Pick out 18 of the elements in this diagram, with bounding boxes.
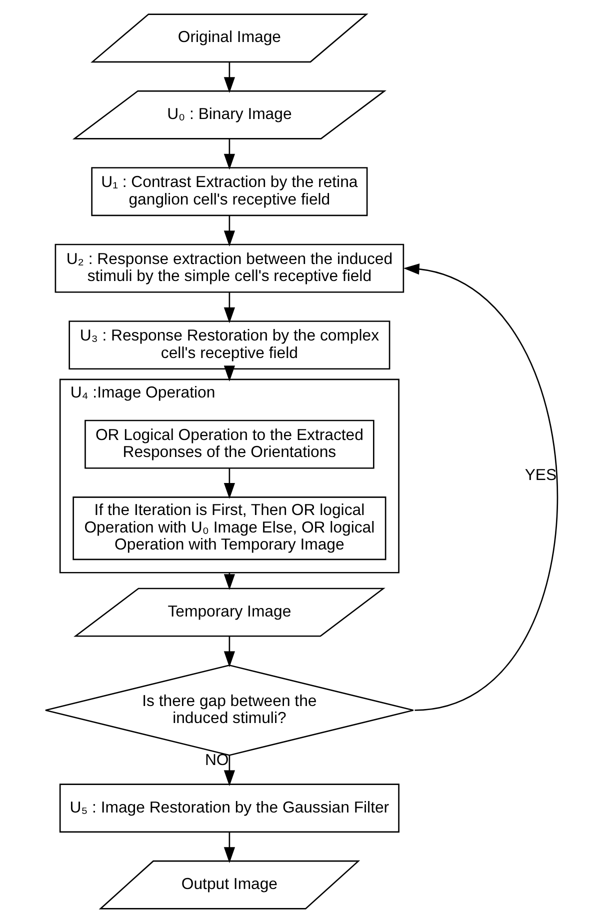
arrow [223,365,234,381]
arrow [223,754,234,786]
node-box: OR Logical Operation to the Extracted Responses of the Orientations [84,419,374,468]
arrow [223,215,234,246]
arrow [223,62,234,93]
arrow [223,292,234,323]
arrow [223,832,234,863]
node-box: If the Iteration is First, Then OR logical Operation with U₀ Image Else, OR logical Operation with Temporary Image [72,496,386,560]
node-diamond: Is there gap between the induced stimuli? [44,664,414,756]
node-box: U₁ : Contrast Extraction by the retina ganglion cell's receptive field [90,166,368,216]
node-box: U₂ : Response extraction between the induced stimuli by the simple cell's receptive field [54,243,404,292]
node-box: U₅ : Image Restoration by the Gaussian Filter [58,783,399,832]
arrow [223,636,234,667]
arrow [402,263,558,710]
edge-label: YES [524,466,556,484]
arrow [223,574,234,590]
arrow [223,468,234,498]
arrow [223,138,234,170]
